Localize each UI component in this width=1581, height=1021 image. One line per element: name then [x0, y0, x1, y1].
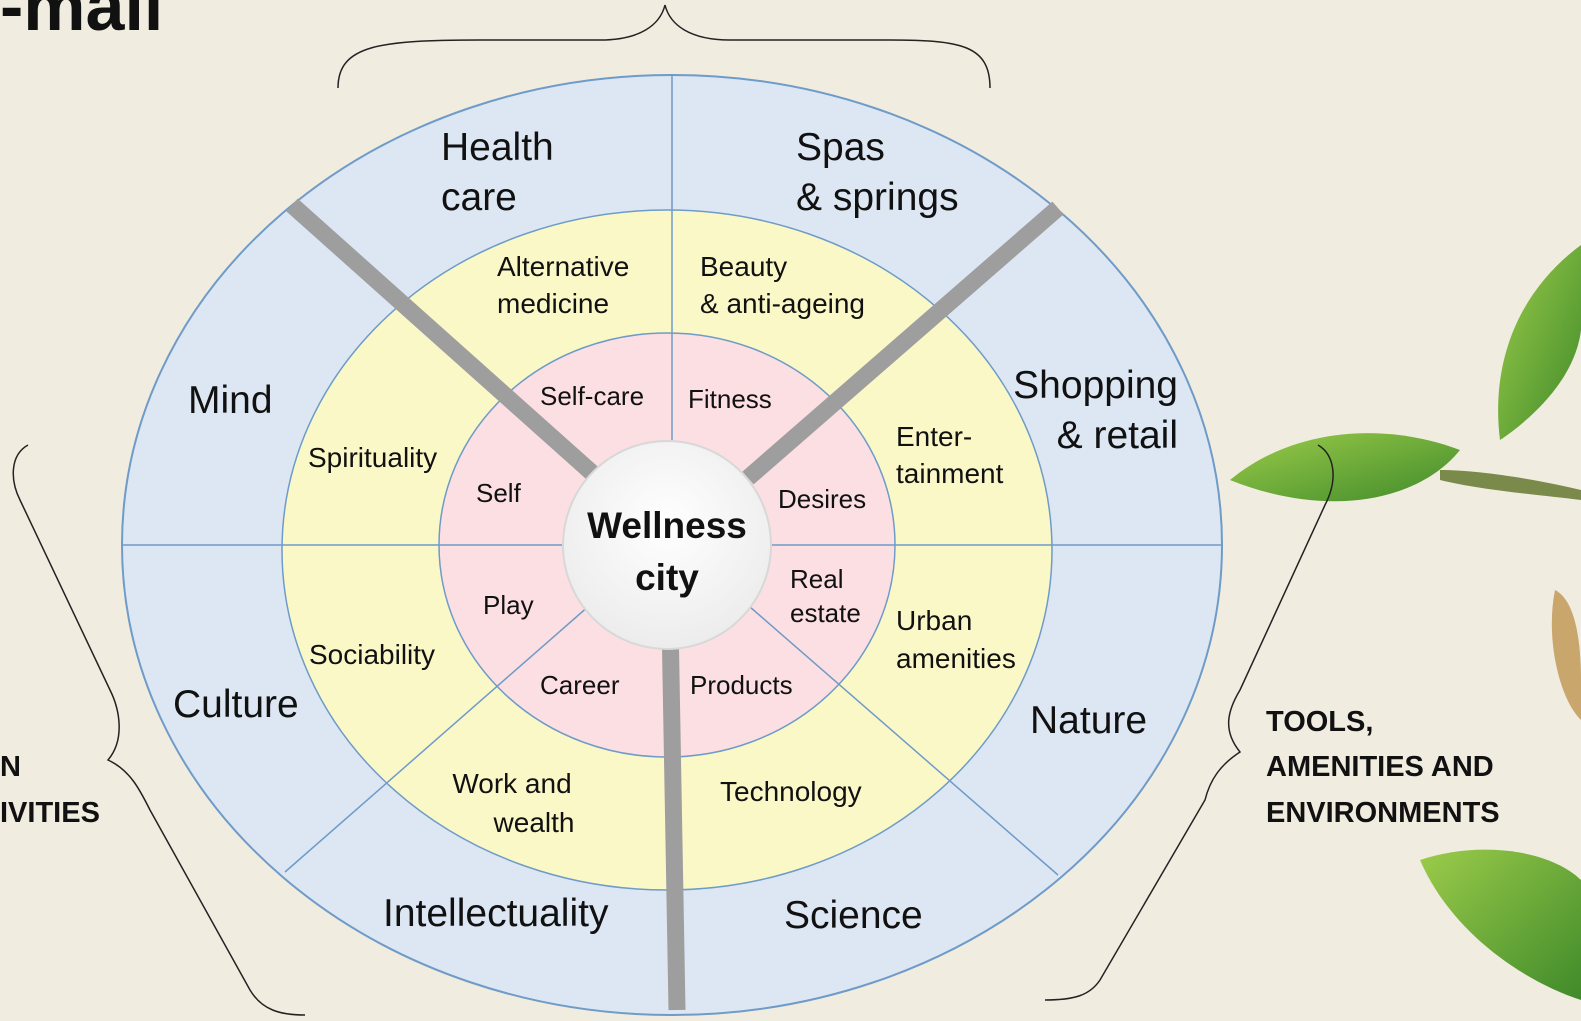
inner-desires: Desires — [778, 484, 866, 514]
right-brace — [1044, 444, 1334, 1001]
mid-entertainment-2: tainment — [896, 458, 1004, 489]
center-label-2: city — [635, 557, 699, 598]
left-brace — [12, 444, 306, 1016]
right-label-3: ENVIRONMENTS — [1266, 797, 1500, 829]
left-label-1: N — [0, 751, 21, 783]
top-brace — [337, 4, 991, 89]
inner-real-estate-1: Real — [790, 564, 843, 594]
inner-real-estate-2: estate — [790, 598, 861, 628]
outer-science: Science — [784, 894, 923, 937]
mid-beauty-1: Beauty — [700, 251, 787, 282]
page-title: -mall — [0, 0, 163, 45]
center-label-1: Wellness — [587, 505, 747, 546]
mid-entertainment-1: Enter- — [896, 421, 972, 452]
outer-culture: Culture — [173, 683, 299, 726]
center-hub — [562, 440, 772, 650]
mid-sociability: Sociability — [309, 639, 435, 670]
right-label-1: TOOLS, — [1266, 706, 1373, 738]
left-label-2: IVITIES — [0, 797, 100, 829]
mid-beauty-2: & anti-ageing — [700, 288, 865, 319]
outer-mind: Mind — [188, 379, 273, 422]
outer-spas-springs-1: Spas — [796, 126, 885, 169]
mid-work-wealth-1: Work and — [452, 768, 571, 799]
outer-shopping-retail-2: & retail — [1057, 414, 1178, 457]
outer-health-care-2: care — [441, 176, 517, 219]
mid-alternative-medicine-1: Alternative — [497, 251, 629, 282]
inner-play: Play — [483, 590, 534, 620]
outer-shopping-retail-1: Shopping — [1013, 364, 1178, 407]
leaf-decoration — [1230, 245, 1581, 1000]
inner-self: Self — [476, 478, 522, 508]
outer-health-care-1: Health — [441, 126, 554, 169]
mid-work-wealth-2: wealth — [493, 807, 575, 838]
inner-fitness: Fitness — [688, 384, 772, 414]
mid-urban-amenities-2: amenities — [896, 643, 1016, 674]
inner-career: Career — [540, 670, 620, 700]
inner-products: Products — [690, 670, 793, 700]
main-dividers — [286, 198, 1064, 1011]
mid-technology: Technology — [720, 776, 862, 807]
outer-intellectuality: Intellectuality — [383, 892, 609, 935]
mid-alternative-medicine-2: medicine — [497, 288, 609, 319]
right-label-2: AMENITIES AND — [1266, 751, 1494, 783]
mid-urban-amenities-1: Urban — [896, 605, 972, 636]
outer-spas-springs-2: & springs — [796, 176, 959, 219]
outer-nature: Nature — [1030, 699, 1147, 742]
mid-spirituality: Spirituality — [308, 442, 437, 473]
inner-self-care: Self-care — [540, 381, 644, 411]
